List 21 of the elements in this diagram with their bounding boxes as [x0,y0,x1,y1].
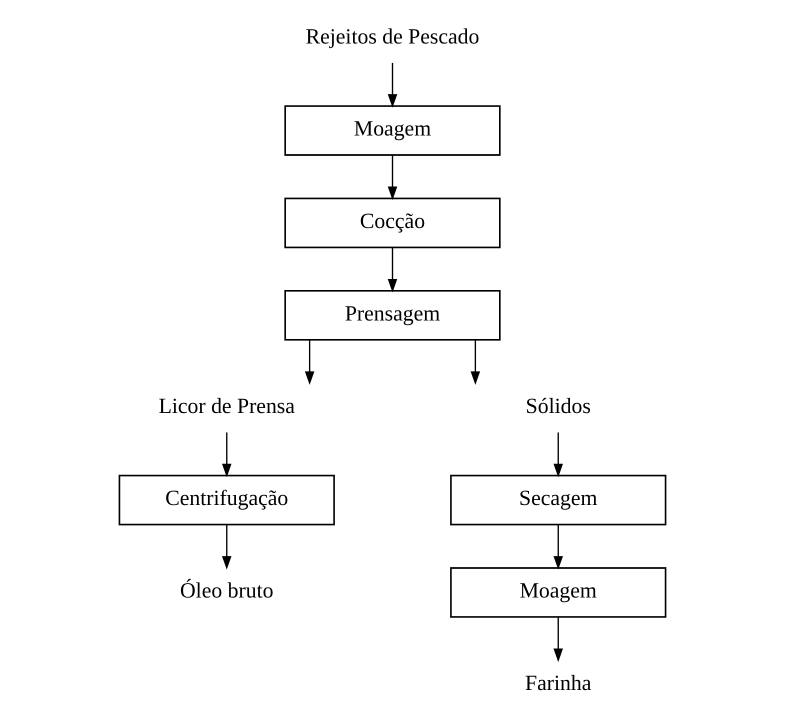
arrow [553,617,563,662]
node-box: Moagem [284,105,501,156]
arrow [388,248,398,293]
arrow [553,432,563,478]
arrow [388,62,398,108]
arrow [388,155,398,200]
node-text: Rejeitos de Pescado [306,24,480,48]
arrow [470,340,480,385]
node-text: Licor de Prensa [158,394,295,418]
node-box: Secagem [450,474,666,526]
arrow [553,524,563,570]
node-text: Farinha [525,670,592,695]
node-box: Moagem [450,567,666,618]
node-box: Prensagem [284,290,501,341]
node-text: Óleo bruto [180,578,274,603]
arrow [304,340,314,385]
arrow [222,432,232,478]
arrow [222,524,232,570]
node-box: Centrifugação [118,474,335,526]
node-text: Sólidos [526,394,591,418]
node-box: Cocção [284,198,501,248]
